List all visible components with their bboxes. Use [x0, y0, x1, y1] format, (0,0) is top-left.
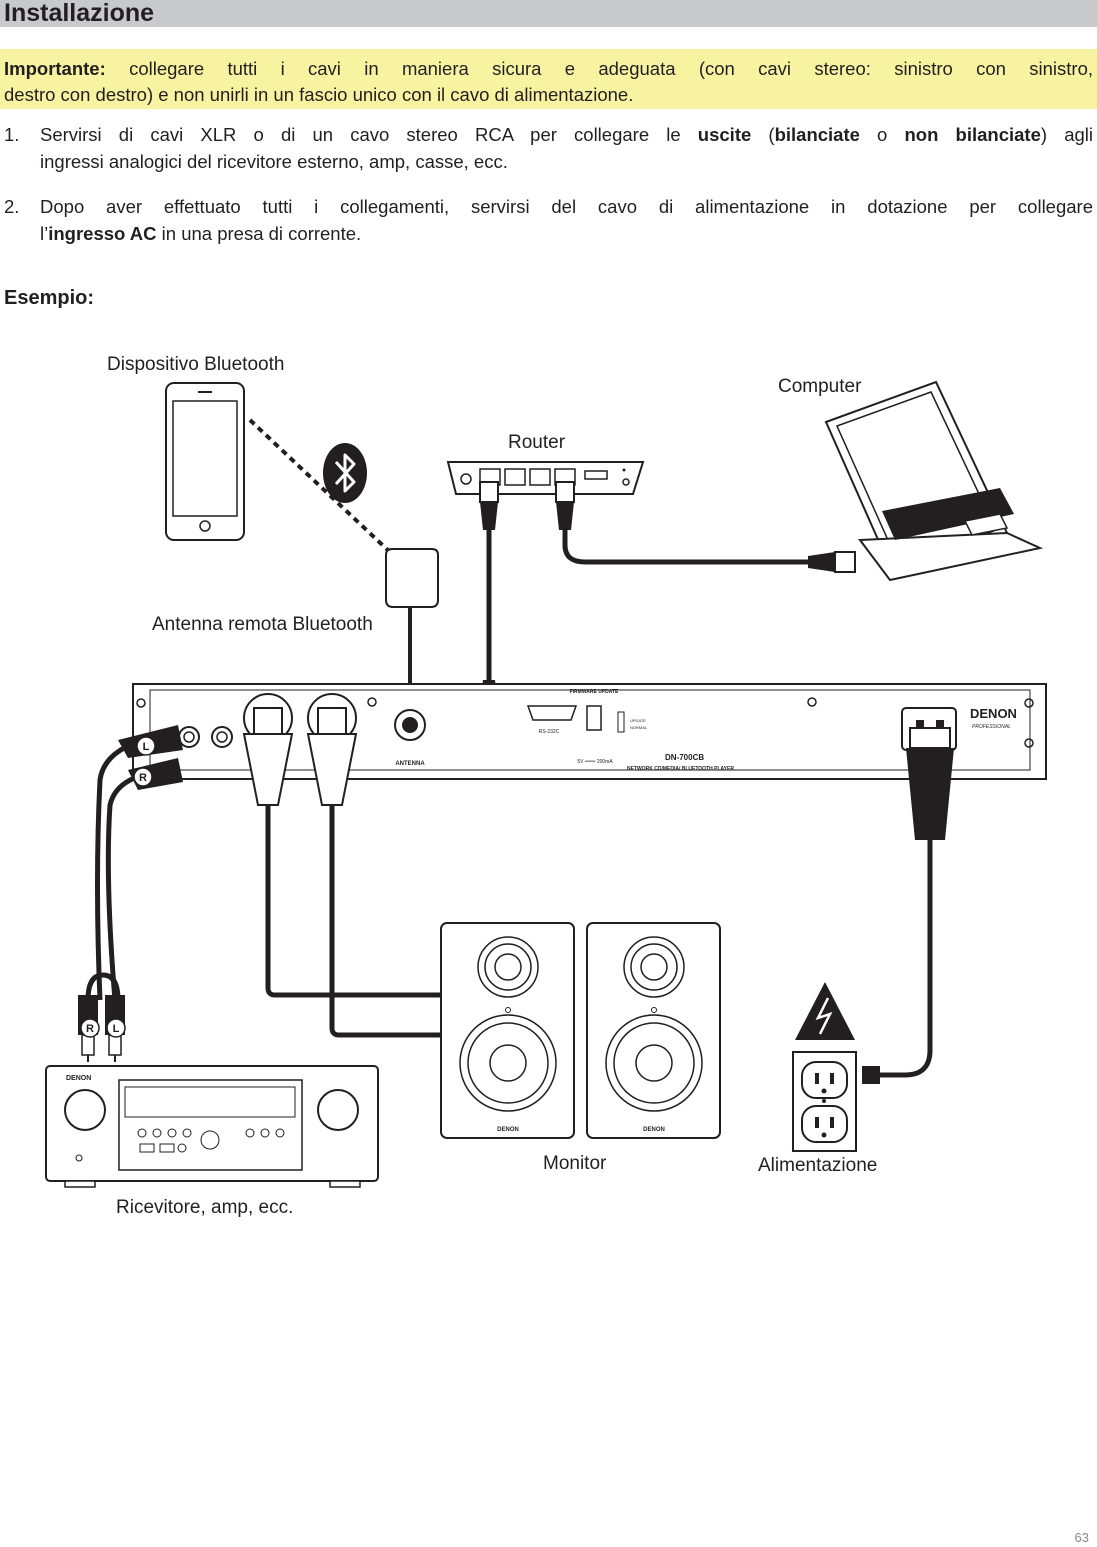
- switch-normal-label: NORMAL: [630, 725, 648, 730]
- label-receiver: Ricevitore, amp, ecc.: [116, 1197, 294, 1218]
- important-label: Importante:: [4, 58, 106, 79]
- bluetooth-icon: [323, 443, 367, 503]
- step-text: Servirsi di cavi XLR o di un cavo stereo…: [40, 124, 1093, 172]
- receiver-brand: DENON: [66, 1075, 91, 1082]
- model-desc: NETWORK CD/MEDIA/ BLUETOOTH PLAYER: [627, 766, 734, 772]
- label-power: Alimentazione: [758, 1155, 878, 1176]
- firmware-label: FIRMWARE UPDATE: [570, 689, 619, 695]
- step-text: Dopo aver effettuato tutti i collegament…: [40, 196, 1093, 244]
- important-note: Importante: collegare tutti i cavi in ma…: [0, 49, 1097, 109]
- label-computer: Computer: [778, 376, 862, 397]
- rca-right-label-bottom: R: [86, 1023, 94, 1035]
- xlr-cables: [242, 707, 442, 1038]
- label-antenna: Antenna remota Bluetooth: [152, 614, 373, 635]
- rca-left-label-bottom: L: [113, 1023, 120, 1035]
- monitor-brand: DENON: [643, 1127, 665, 1133]
- bluetooth-link: [248, 418, 395, 557]
- connection-diagram: ANTENNA RS-232C FIRMWARE UPDATE 5V ═══ 2…: [45, 380, 1047, 1188]
- model-label: DN-700CB: [665, 753, 704, 762]
- label-bluetooth-device: Dispositivo Bluetooth: [107, 354, 285, 375]
- power-cable: [862, 727, 954, 1084]
- important-line-2: destro con destro) e non unirli in un fa…: [4, 84, 634, 105]
- power-outlet: [792, 1051, 857, 1152]
- page-number: 63: [1074, 1530, 1089, 1545]
- label-monitor: Monitor: [543, 1153, 607, 1174]
- rca-left-label-top: L: [143, 741, 150, 753]
- smartphone-icon: [165, 382, 245, 541]
- usb-rating: 5V ═══ 200mA: [577, 759, 613, 765]
- receiver-amp: DENON: [45, 1065, 379, 1188]
- step-number: 1.: [4, 124, 20, 145]
- remote-antenna: [385, 548, 439, 710]
- important-line-1: Importante: collegare tutti i cavi in ma…: [4, 58, 1094, 79]
- brand-logo: DENON: [970, 706, 1017, 721]
- example-heading: Esempio:: [4, 287, 95, 309]
- ethernet-cable-computer: [555, 481, 856, 573]
- antenna-port-label: ANTENNA: [395, 761, 425, 767]
- step-number: 2.: [4, 196, 20, 217]
- switch-update-label: UPDATE: [630, 718, 646, 723]
- monitor-speaker-left: DENON: [440, 922, 575, 1139]
- label-router: Router: [508, 432, 566, 453]
- warning-icon: [795, 982, 855, 1040]
- laptop-icon: [824, 380, 1044, 582]
- section-header: Installazione: [0, 0, 1097, 27]
- serial-port-label: RS-232C: [539, 729, 560, 735]
- router: [446, 461, 645, 495]
- monitor-brand: DENON: [497, 1127, 519, 1133]
- monitor-speaker-right: DENON: [586, 922, 721, 1139]
- rca-cable: L R R L: [78, 725, 183, 1062]
- section-title: Installazione: [4, 0, 155, 27]
- rca-right-label-top: R: [139, 772, 147, 784]
- brand-sub: PROFESSIONAL: [972, 724, 1011, 730]
